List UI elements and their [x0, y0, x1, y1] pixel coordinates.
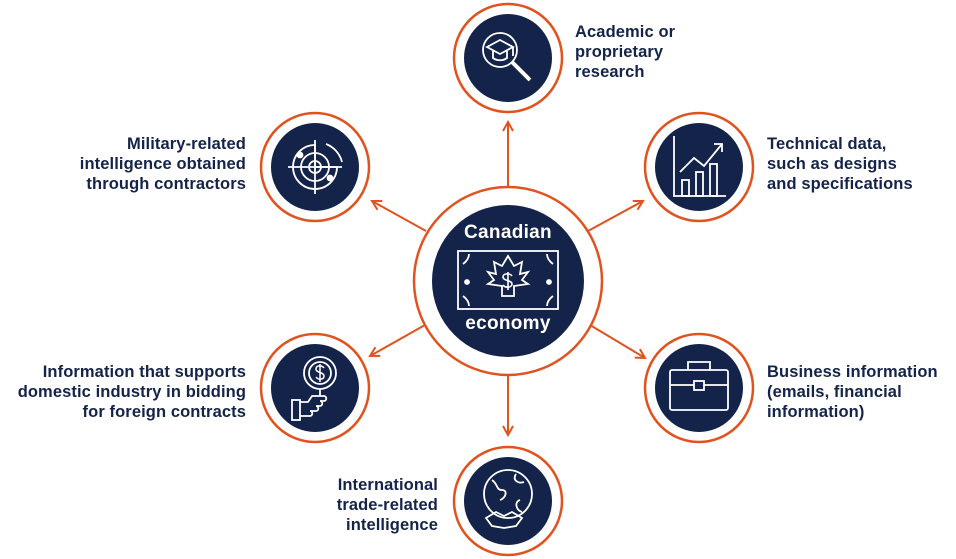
- label-business-line-3: information): [767, 403, 865, 421]
- label-academic-line-3: research: [575, 63, 645, 81]
- arrow-to-military: [372, 201, 427, 232]
- label-academic: Academic or proprietary research: [575, 22, 675, 82]
- node-military: [259, 111, 371, 223]
- node-business: [643, 332, 755, 444]
- label-academic-line-1: Academic or: [575, 23, 676, 41]
- connector-arrows: [370, 122, 645, 435]
- label-military: Military-related intelligence obtained t…: [80, 134, 246, 194]
- center-title-top: Canadian: [464, 222, 552, 243]
- label-military-line-3: through contractors: [86, 175, 246, 193]
- radar-target-icon: [288, 140, 343, 194]
- label-trade-line-3: intelligence: [346, 516, 438, 534]
- label-trade-line-1: International: [337, 476, 438, 494]
- node-trade: [452, 445, 564, 557]
- center-title-bottom: economy: [465, 313, 551, 334]
- label-business-line-1: Business information: [767, 363, 938, 381]
- label-technical-line-3: and specifications: [767, 175, 913, 193]
- label-bidding-line-3: for foreign contracts: [82, 403, 246, 421]
- label-bidding-line-1: Information that supports: [42, 363, 246, 381]
- bar-chart-trend-icon: [673, 136, 726, 197]
- globe-handshake-icon: [483, 469, 533, 529]
- label-technical: Technical data, such as designs and spec…: [767, 134, 913, 194]
- label-technical-line-2: such as designs: [767, 155, 897, 173]
- label-bidding-line-2: domestic industry in bidding: [17, 383, 246, 401]
- node-bidding: [259, 332, 371, 444]
- label-military-line-2: intelligence obtained: [79, 155, 246, 173]
- graduation-cap-magnifier-icon: [482, 32, 532, 82]
- arrow-to-business: [589, 324, 645, 358]
- label-trade: International trade-related intelligence: [337, 475, 438, 535]
- arrow-to-technical: [587, 201, 643, 232]
- maple-leaf-dollar-banknote-icon: [457, 250, 559, 310]
- briefcase-icon: [669, 361, 729, 411]
- label-bidding: Information that supports domestic indus…: [18, 362, 246, 422]
- arrow-to-bidding: [370, 324, 426, 356]
- node-technical: [643, 111, 755, 223]
- node-academic: [452, 2, 564, 114]
- label-trade-line-2: trade-related: [336, 496, 438, 514]
- label-business-line-2: (emails, financial: [767, 383, 902, 401]
- hand-holding-dollar-icon: [291, 356, 337, 421]
- center-node: [412, 185, 604, 377]
- label-academic-line-2: proprietary: [575, 43, 664, 61]
- label-military-line-1: Military-related: [127, 135, 246, 153]
- label-business: Business information (emails, financial …: [767, 362, 938, 422]
- label-technical-line-1: Technical data,: [767, 135, 887, 153]
